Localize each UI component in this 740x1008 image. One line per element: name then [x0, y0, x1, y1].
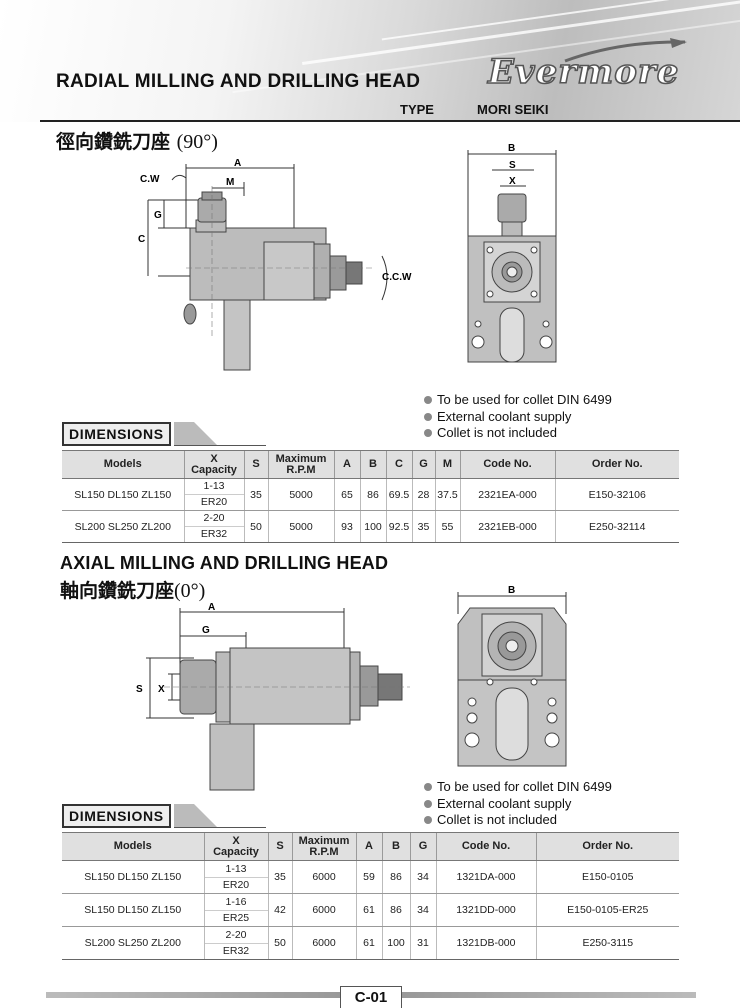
axial-side-view-drawing: A G S X [136, 602, 410, 791]
radial-note-item: To be used for collet DIN 6499 [424, 392, 612, 409]
radial-dim-g: G [154, 210, 162, 221]
axial-note-item: External coolant supply [424, 796, 612, 813]
col-code: Code No. [459, 450, 555, 479]
col-g: G [411, 450, 435, 479]
col-s: S [267, 832, 292, 861]
col-a: A [355, 832, 382, 861]
col-models: Models [62, 832, 204, 861]
radial-side-view-drawing: A M G C C.W C.C.W [138, 158, 412, 371]
axial-dim-s: S [136, 684, 143, 695]
axial-dim-x: X [158, 684, 165, 695]
radial-ccw-label: C.C.W [382, 272, 412, 283]
radial-front-view-drawing: B S X [467, 143, 557, 363]
axial-dimensions-label: DIMENSIONS [62, 804, 171, 828]
type-label: TYPE [400, 102, 434, 117]
radial-dim-c: C [138, 234, 145, 245]
radial-cjk-title: 徑向鑽銑刀座 (90°) [56, 127, 218, 154]
axial-dimensions-tab: DIMENSIONS [62, 804, 266, 828]
radial-dimensions-label: DIMENSIONS [62, 422, 171, 446]
col-c: C [385, 450, 412, 479]
col-code: Code No. [435, 832, 536, 861]
radial-cw-label: C.W [140, 174, 160, 185]
radial-dim-a: A [234, 158, 241, 169]
radial-cjk-text: 徑向鑽銑刀座 [56, 131, 171, 153]
axial-front-view-drawing: B [457, 585, 567, 767]
axial-dim-a: A [208, 602, 215, 613]
page-title: RADIAL MILLING AND DRILLING HEAD [56, 71, 421, 92]
axial-note-item: Collet is not included [424, 812, 612, 829]
radial-angle: (90°) [176, 131, 218, 153]
col-order: Order No. [554, 450, 679, 479]
axial-dim-b: B [508, 585, 515, 596]
type-divider [40, 100, 740, 122]
type-value: MORI SEIKI [477, 102, 549, 117]
axial-cjk-text: 軸向鑽銑刀座 [60, 580, 175, 602]
brand-logo: Evermore [487, 51, 680, 93]
radial-dim-m: M [226, 177, 234, 188]
radial-dim-b: B [508, 143, 515, 154]
col-g: G [409, 832, 436, 861]
radial-note-item: External coolant supply [424, 409, 612, 426]
col-models: Models [62, 450, 184, 479]
header-band [0, 0, 740, 122]
axial-title: AXIAL MILLING AND DRILLING HEAD [60, 553, 389, 573]
col-a: A [333, 450, 360, 479]
radial-note-item: Collet is not included [424, 425, 612, 442]
col-b: B [359, 450, 386, 479]
axial-dim-g: G [202, 625, 210, 636]
radial-dimensions-tab: DIMENSIONS [62, 422, 266, 446]
page-number: C-01 [340, 986, 402, 1008]
radial-dim-x: X [509, 176, 516, 187]
axial-notes: To be used for collet DIN 6499 External … [424, 779, 612, 829]
radial-dim-s: S [509, 160, 516, 171]
radial-notes: To be used for collet DIN 6499 External … [424, 392, 612, 442]
logo-swoosh-icon [564, 38, 687, 63]
col-s: S [243, 450, 268, 479]
axial-note-item: To be used for collet DIN 6499 [424, 779, 612, 796]
axial-angle: (0°) [174, 580, 206, 602]
col-order: Order No. [535, 832, 679, 861]
col-m: M [434, 450, 460, 479]
axial-cjk-title: 軸向鑽銑刀座(0°) [60, 576, 205, 603]
col-b: B [381, 832, 410, 861]
